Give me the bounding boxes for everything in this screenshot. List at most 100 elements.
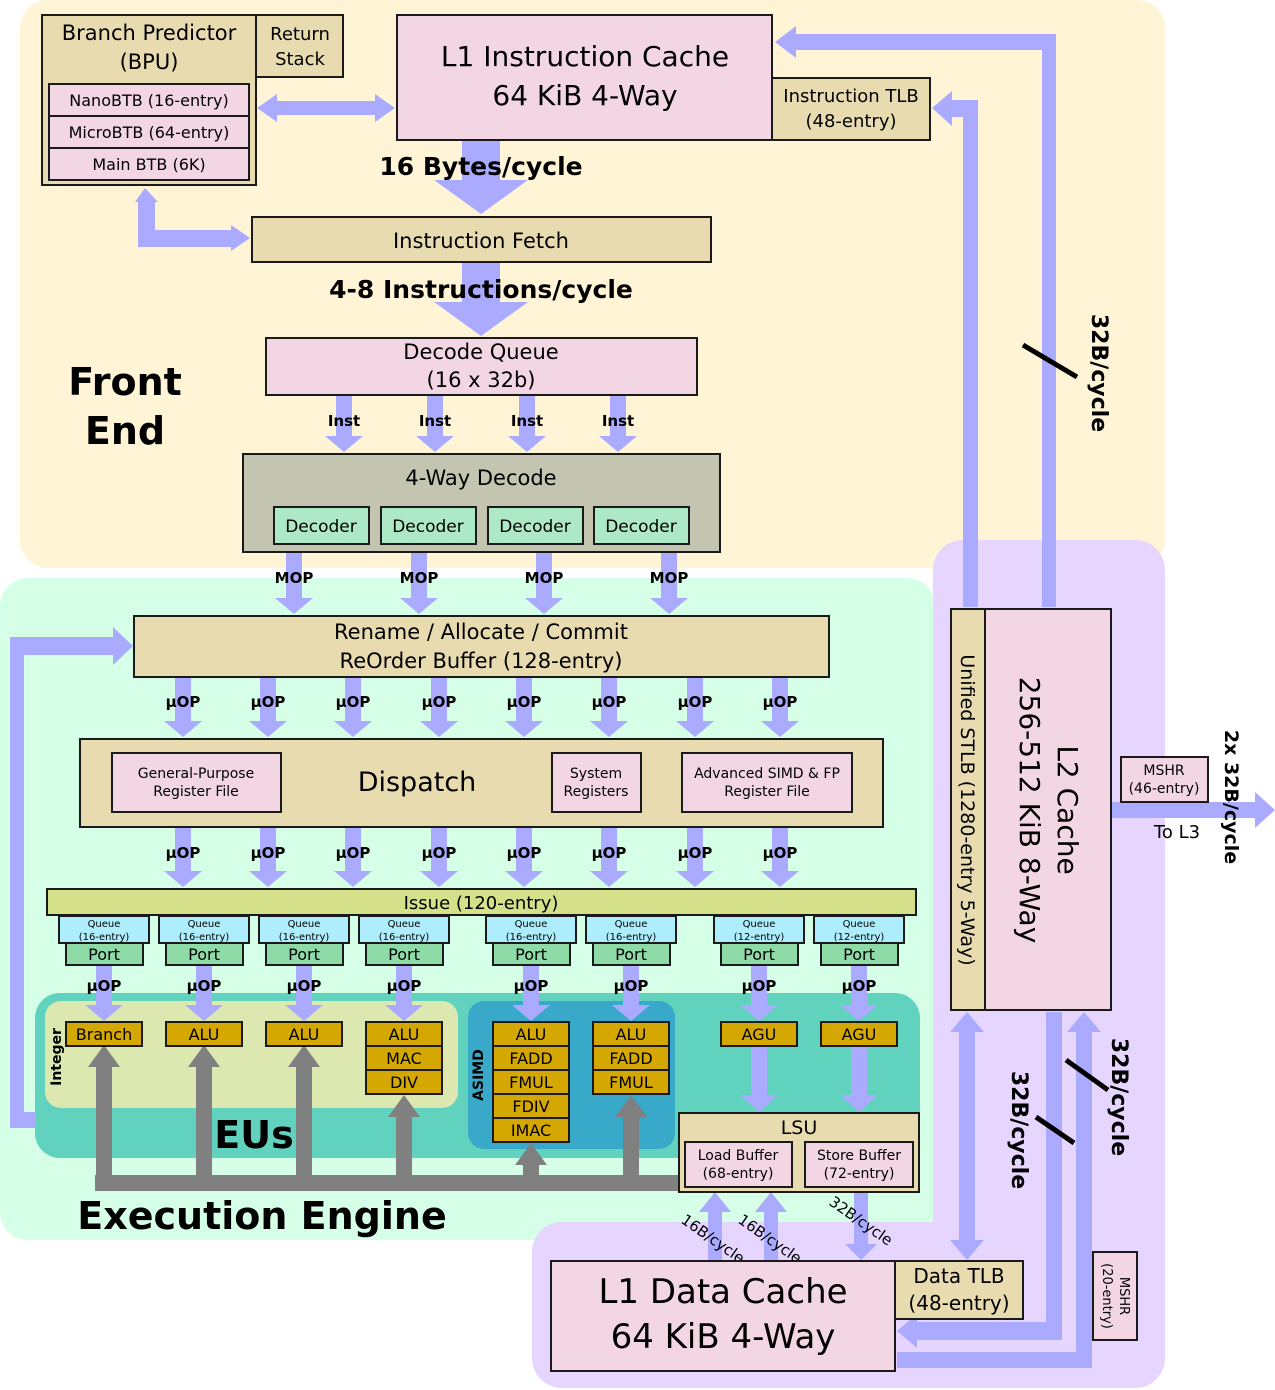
l1d-mshr-box xyxy=(1092,1251,1138,1341)
mop-arrow xyxy=(400,553,438,614)
uop-arrow xyxy=(285,965,323,1021)
issue-port-box xyxy=(820,942,899,966)
bpu-fetch-arrow xyxy=(135,188,250,251)
l2-mshr-label-1: MSHR xyxy=(1143,763,1184,779)
issue-queue-box xyxy=(158,915,250,944)
l1d-l2-bus-slash xyxy=(1064,1057,1110,1093)
uop-label: µOP xyxy=(742,977,777,995)
system-registers-label-2: Registers xyxy=(564,784,629,800)
uop-label: µOP xyxy=(251,844,286,862)
issue-queue-label: Queue xyxy=(843,919,876,930)
uop-arrow xyxy=(505,678,543,737)
uop-arrow xyxy=(420,828,458,887)
decoder-label: Decoder xyxy=(605,517,677,537)
uop-label: µOP xyxy=(422,693,457,711)
result-bus-arrow xyxy=(515,1143,547,1183)
l1d-cache-box xyxy=(550,1260,896,1372)
issue-port-box xyxy=(265,942,344,966)
issue-port-label: Port xyxy=(88,945,120,964)
l1d-mshr-label-2: (20-entry) xyxy=(1099,1263,1114,1329)
uop-arrow xyxy=(385,965,423,1021)
decoder-box xyxy=(593,506,690,545)
issue-port-box xyxy=(165,942,244,966)
uop-label: µOP xyxy=(251,693,286,711)
issue-queue-box xyxy=(713,915,805,944)
decoder-box xyxy=(487,506,584,545)
store-arrow xyxy=(845,1192,877,1260)
return-stack-label-1: Return xyxy=(270,24,330,45)
instruction-fetch-box xyxy=(251,216,712,263)
mop-label: MOP xyxy=(525,569,564,587)
l1i-fetch-bandwidth: 16 Bytes/cycle xyxy=(379,152,582,181)
uop-label: µOP xyxy=(678,693,713,711)
issue-queue-size: (16-entry) xyxy=(379,932,430,943)
l1d-l2-bandwidth: 32B/cycle xyxy=(1106,1038,1131,1156)
execution-unit-label: FADD xyxy=(609,1049,652,1068)
execution-unit-box xyxy=(820,1021,898,1047)
uop-arrow xyxy=(85,965,123,1021)
issue-port-label: Port xyxy=(515,945,547,964)
issue-port-label: Port xyxy=(388,945,420,964)
rob-title: Rename / Allocate / Commit xyxy=(334,620,628,644)
front-end-title-1: Front xyxy=(68,360,182,404)
itlb-label-1: Instruction TLB xyxy=(783,86,918,107)
uop-label: µOP xyxy=(422,844,457,862)
uop-arrow xyxy=(676,678,714,737)
uop-arrow xyxy=(512,965,550,1021)
issue-queue-label: Queue xyxy=(88,919,121,930)
inst-label: Inst xyxy=(419,412,451,430)
issue-queue-size: (16-entry) xyxy=(279,932,330,943)
load-buffer-box xyxy=(684,1141,793,1188)
issue-queue-label: Queue xyxy=(388,919,421,930)
issue-queue-box xyxy=(813,915,905,944)
dtlb-label-1: Data TLB xyxy=(913,1264,1004,1288)
execution-unit-label: FADD xyxy=(509,1049,552,1068)
uop-arrow xyxy=(420,678,458,737)
bpu-title-1: Branch Predictor xyxy=(62,21,237,45)
uop-arrow xyxy=(590,678,628,737)
gp-register-file-label-2: Register File xyxy=(153,784,239,800)
execution-unit-box xyxy=(492,1117,570,1143)
lsu-title: LSU xyxy=(781,1117,818,1139)
execution-unit-box xyxy=(592,1069,670,1095)
execution-unit-label: ALU xyxy=(516,1025,547,1044)
uop-label: µOP xyxy=(507,844,542,862)
uop-label: µOP xyxy=(842,977,877,995)
btb-entry-box xyxy=(48,115,250,149)
return-stack-label-2: Stack xyxy=(275,49,325,70)
uop-arrow xyxy=(590,828,628,887)
issue-queue-list: Queue (16-entry) Port Queue (16-entry) Port Qu… xyxy=(58,915,905,966)
mop-arrow xyxy=(275,553,313,614)
execution-engine-title: Execution Engine xyxy=(77,1194,446,1238)
dispatch-title: Dispatch xyxy=(358,767,477,798)
issue-queue-label: Queue xyxy=(288,919,321,930)
execution-unit-box xyxy=(720,1021,798,1047)
execution-unit-label: FDIV xyxy=(512,1097,549,1116)
execution-unit-label: ALU xyxy=(389,1025,420,1044)
issue-queue-label: Queue xyxy=(615,919,648,930)
simd-register-file-box xyxy=(681,752,853,813)
execution-unit-box xyxy=(492,1069,570,1095)
execution-unit-box xyxy=(492,1045,570,1071)
uop-label: µOP xyxy=(614,977,649,995)
l2-l1i-bandwidth: 32B/cycle xyxy=(1086,314,1111,432)
l2-mshr-box xyxy=(1120,756,1209,803)
uop-arrow xyxy=(505,828,543,887)
l1i-cache-size: 64 KiB 4-Way xyxy=(492,79,677,112)
stlb-label: Unified STLB (1280-entry 5-Way) xyxy=(956,654,978,965)
execution-unit-label: FMUL xyxy=(609,1073,653,1092)
mop-arrow xyxy=(525,553,563,614)
btb-entry-label: Main BTB (6K) xyxy=(92,155,205,174)
l2-l1i-bus-slash xyxy=(1021,342,1079,380)
store-buffer-label-1: Store Buffer xyxy=(817,1148,901,1164)
uop-arrow xyxy=(334,828,372,887)
issue-queue-size: (16-entry) xyxy=(79,932,130,943)
uop-arrow xyxy=(164,828,202,887)
decode-queue-size: (16 x 32b) xyxy=(427,368,536,392)
itlb-label-2: (48-entry) xyxy=(805,111,896,132)
decoder-label: Decoder xyxy=(392,517,464,537)
